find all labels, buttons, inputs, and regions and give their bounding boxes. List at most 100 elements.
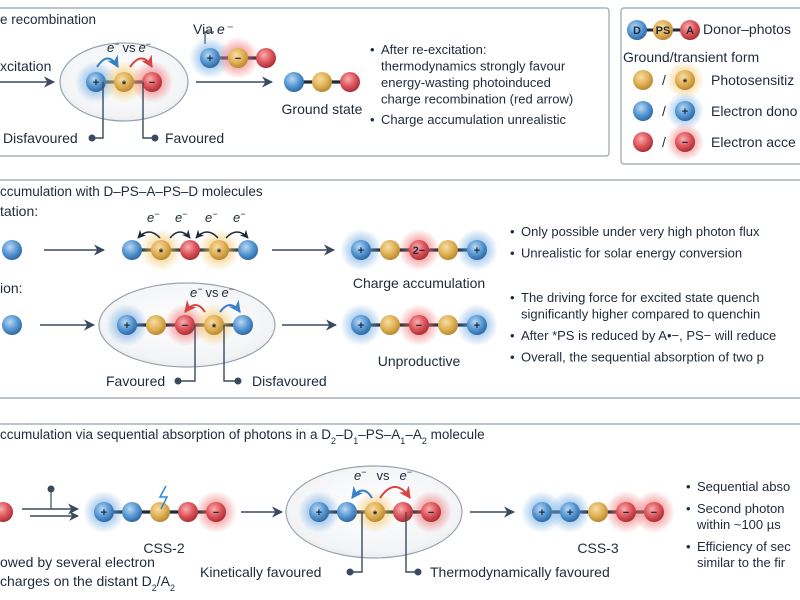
panel-b-frame bbox=[0, 179, 800, 399]
bullet: • bbox=[370, 42, 375, 57]
legend-row-label: Electron acce bbox=[711, 134, 796, 150]
charge-symbol: + bbox=[358, 245, 364, 257]
electron-transfer-arrow bbox=[137, 229, 161, 239]
donor-sphere bbox=[200, 48, 220, 68]
panel-c-left-note-2: charges on the distant D2/A2 bbox=[0, 573, 175, 593]
panel-b-blue-arrow bbox=[219, 299, 241, 313]
charge-symbol: + bbox=[474, 320, 480, 332]
legend-row-label: Electron dono bbox=[711, 103, 798, 119]
panel-a-blue-arrow bbox=[96, 54, 119, 69]
panel-a-molecule-excited: +*− bbox=[75, 61, 173, 103]
electron-label: e− bbox=[233, 209, 246, 225]
acceptor-sphere bbox=[142, 72, 162, 92]
donor-sphere bbox=[560, 502, 580, 522]
photosensitizer-sphere bbox=[380, 315, 400, 335]
note-line: After *PS is reduced by A•−, PS− will re… bbox=[521, 328, 776, 343]
panel-b-sub2: ion: bbox=[0, 280, 23, 296]
photosensitizer-sphere bbox=[151, 240, 171, 260]
legend-rows: /*Photosensitiz/+Electron dono/−Electron… bbox=[633, 61, 798, 161]
note-line: Sequential abso bbox=[697, 479, 790, 494]
acceptor-sphere bbox=[206, 502, 226, 522]
panel-b-molecule-charge-accumulated: +2−+ bbox=[340, 229, 498, 271]
donor-sphere bbox=[627, 20, 647, 40]
panel-a-frame bbox=[0, 7, 610, 157]
electron-transfer-arrow bbox=[169, 229, 191, 239]
panel-c-arrow-dot bbox=[47, 485, 55, 493]
charge-symbol: + bbox=[207, 53, 213, 65]
panel-b-sub1: tation: bbox=[0, 203, 38, 219]
legend-symbol: + bbox=[682, 106, 688, 118]
panel-a-disfav-leader bbox=[92, 82, 104, 139]
charge-symbol: * bbox=[373, 509, 378, 521]
acceptor-sphere bbox=[409, 315, 429, 335]
donor-sphere bbox=[122, 240, 142, 260]
note-line: thermodynamics strongly favour bbox=[381, 59, 566, 74]
legend-molecule-letter: A bbox=[686, 25, 694, 37]
legend-separator: / bbox=[662, 134, 666, 150]
panel-c-css2: CSS-2 bbox=[143, 540, 184, 556]
panel-a-notes: •After re-excitation:thermodynamics stro… bbox=[370, 42, 573, 127]
panel-b-unproductive: Unproductive bbox=[378, 353, 461, 369]
acceptor-sphere bbox=[340, 72, 360, 92]
panel-c-thermo-dot bbox=[414, 568, 422, 576]
legend-separator: / bbox=[662, 103, 666, 119]
photosensitizer-sphere bbox=[365, 502, 385, 522]
photosensitizer-transient-sphere bbox=[675, 70, 695, 90]
panel-c-molecule-start bbox=[0, 502, 13, 522]
charge-symbol: + bbox=[474, 245, 480, 257]
note-line: The driving force for excited state quen… bbox=[521, 290, 759, 305]
acceptor-sphere bbox=[393, 502, 413, 522]
donor-sphere bbox=[117, 315, 137, 335]
acceptor-sphere bbox=[180, 240, 200, 260]
panel-c-molecule-css2: +− bbox=[83, 491, 237, 533]
legend-symbol: − bbox=[682, 137, 688, 149]
bullet: • bbox=[510, 328, 515, 343]
charge-symbol: + bbox=[567, 507, 573, 519]
charge-symbol: − bbox=[416, 320, 422, 332]
note-line: Overall, the sequential absorption of tw… bbox=[521, 350, 764, 365]
acceptor-sphere bbox=[178, 502, 198, 522]
charge-symbol: * bbox=[217, 247, 222, 259]
donor-sphere bbox=[467, 240, 487, 260]
acceptor-sphere bbox=[0, 502, 13, 522]
donor-transient-sphere bbox=[675, 101, 695, 121]
donor-ground-sphere bbox=[633, 101, 653, 121]
bullet: • bbox=[510, 290, 515, 305]
note-line: charge recombination (red arrow) bbox=[381, 92, 573, 107]
charge-symbol: + bbox=[124, 320, 130, 332]
panel-a-favoured: Favoured bbox=[165, 130, 224, 146]
panel-c-blue-arrow bbox=[351, 485, 373, 499]
bullet: • bbox=[370, 112, 375, 127]
photosensitizer-sphere bbox=[209, 240, 229, 260]
legend-frame bbox=[620, 7, 800, 165]
panel-a-disfav-dot bbox=[88, 134, 96, 142]
photosensitizer-sphere bbox=[380, 240, 400, 260]
note-line: significantly higher compared to quenchi… bbox=[521, 307, 760, 322]
bullet: • bbox=[686, 539, 691, 554]
electron-label: e− bbox=[175, 209, 188, 225]
panel-c-kinetic-leader bbox=[350, 512, 363, 573]
charge-symbol: + bbox=[316, 507, 322, 519]
panel-c-molecule-css3: ++−− bbox=[521, 491, 675, 533]
charge-symbol: + bbox=[539, 507, 545, 519]
donor-sphere bbox=[2, 315, 22, 335]
panel-b-charge-label: Charge accumulation bbox=[353, 275, 485, 291]
photosensitizer-sphere bbox=[312, 72, 332, 92]
legend-symbol: * bbox=[683, 77, 688, 89]
photosensitizer-sphere bbox=[438, 240, 458, 260]
panel-b-electron-labels: e−e−e−e− bbox=[137, 209, 249, 239]
charge-symbol: − bbox=[182, 320, 188, 332]
acceptor-transient-sphere bbox=[675, 132, 695, 152]
panel-a-fav-dot bbox=[151, 134, 159, 142]
note-line: Only possible under very high photon flu… bbox=[521, 224, 760, 239]
charge-symbol: + bbox=[93, 77, 99, 89]
panel-b-favoured: Favoured bbox=[106, 373, 165, 389]
panel-a-red-arrow bbox=[129, 54, 153, 69]
acceptor-sphere bbox=[421, 502, 441, 522]
panel-c-title: ccumulation via sequential absorption of… bbox=[0, 427, 485, 446]
photosensitizer-sphere bbox=[204, 315, 224, 335]
